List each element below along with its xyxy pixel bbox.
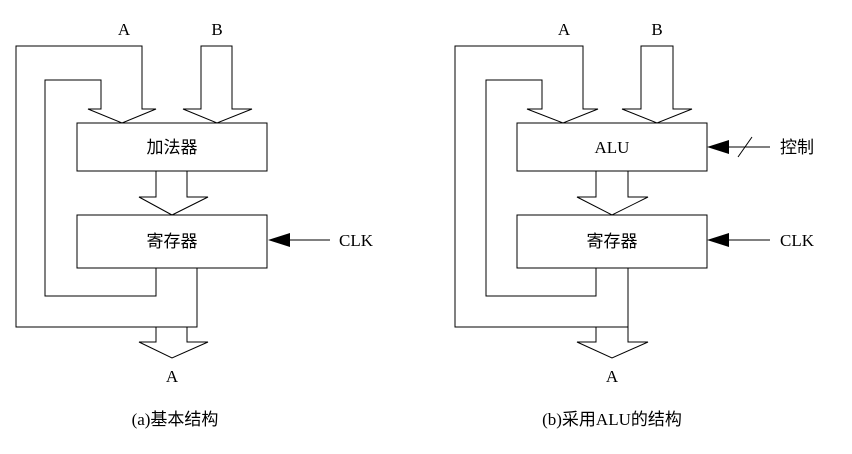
feedback-path-outer bbox=[15, 45, 198, 328]
alu-block bbox=[516, 122, 708, 172]
feedback-path-outer bbox=[454, 45, 629, 328]
output-arrow bbox=[576, 327, 649, 359]
input-a-label: A bbox=[118, 20, 131, 39]
input-b-arrow bbox=[621, 45, 693, 124]
control-label: 控制 bbox=[780, 138, 814, 157]
clk-arrowhead bbox=[707, 233, 729, 247]
adder-to-register-arrow bbox=[138, 170, 209, 216]
output-a-label: A bbox=[606, 367, 619, 386]
diagram-a: 加法器 寄存器 CLK A B A (a)基本结构 bbox=[15, 20, 374, 429]
output-a-label: A bbox=[166, 367, 179, 386]
clk-arrowhead bbox=[268, 233, 290, 247]
input-b-label: B bbox=[651, 20, 662, 39]
register-block bbox=[516, 214, 708, 269]
register-label: 寄存器 bbox=[587, 232, 638, 251]
register-block bbox=[76, 214, 268, 269]
clk-label: CLK bbox=[339, 231, 374, 250]
caption-a: (a)基本结构 bbox=[132, 410, 219, 429]
caption-b: (b)采用ALU的结构 bbox=[542, 410, 682, 429]
adder-block bbox=[76, 122, 268, 172]
output-arrow bbox=[138, 327, 209, 359]
input-b-arrow bbox=[182, 45, 253, 124]
alu-to-register-arrow bbox=[576, 170, 649, 216]
adder-label: 加法器 bbox=[147, 138, 198, 157]
register-label: 寄存器 bbox=[147, 232, 198, 251]
input-a-label: A bbox=[558, 20, 571, 39]
control-bus-slash bbox=[737, 136, 753, 158]
clk-label: CLK bbox=[780, 231, 815, 250]
diagram-b: ALU 控制 寄存器 CLK A B A (b)采用ALU的结构 bbox=[454, 20, 815, 429]
control-arrowhead bbox=[707, 140, 729, 154]
input-b-label: B bbox=[211, 20, 222, 39]
alu-label: ALU bbox=[595, 138, 630, 157]
